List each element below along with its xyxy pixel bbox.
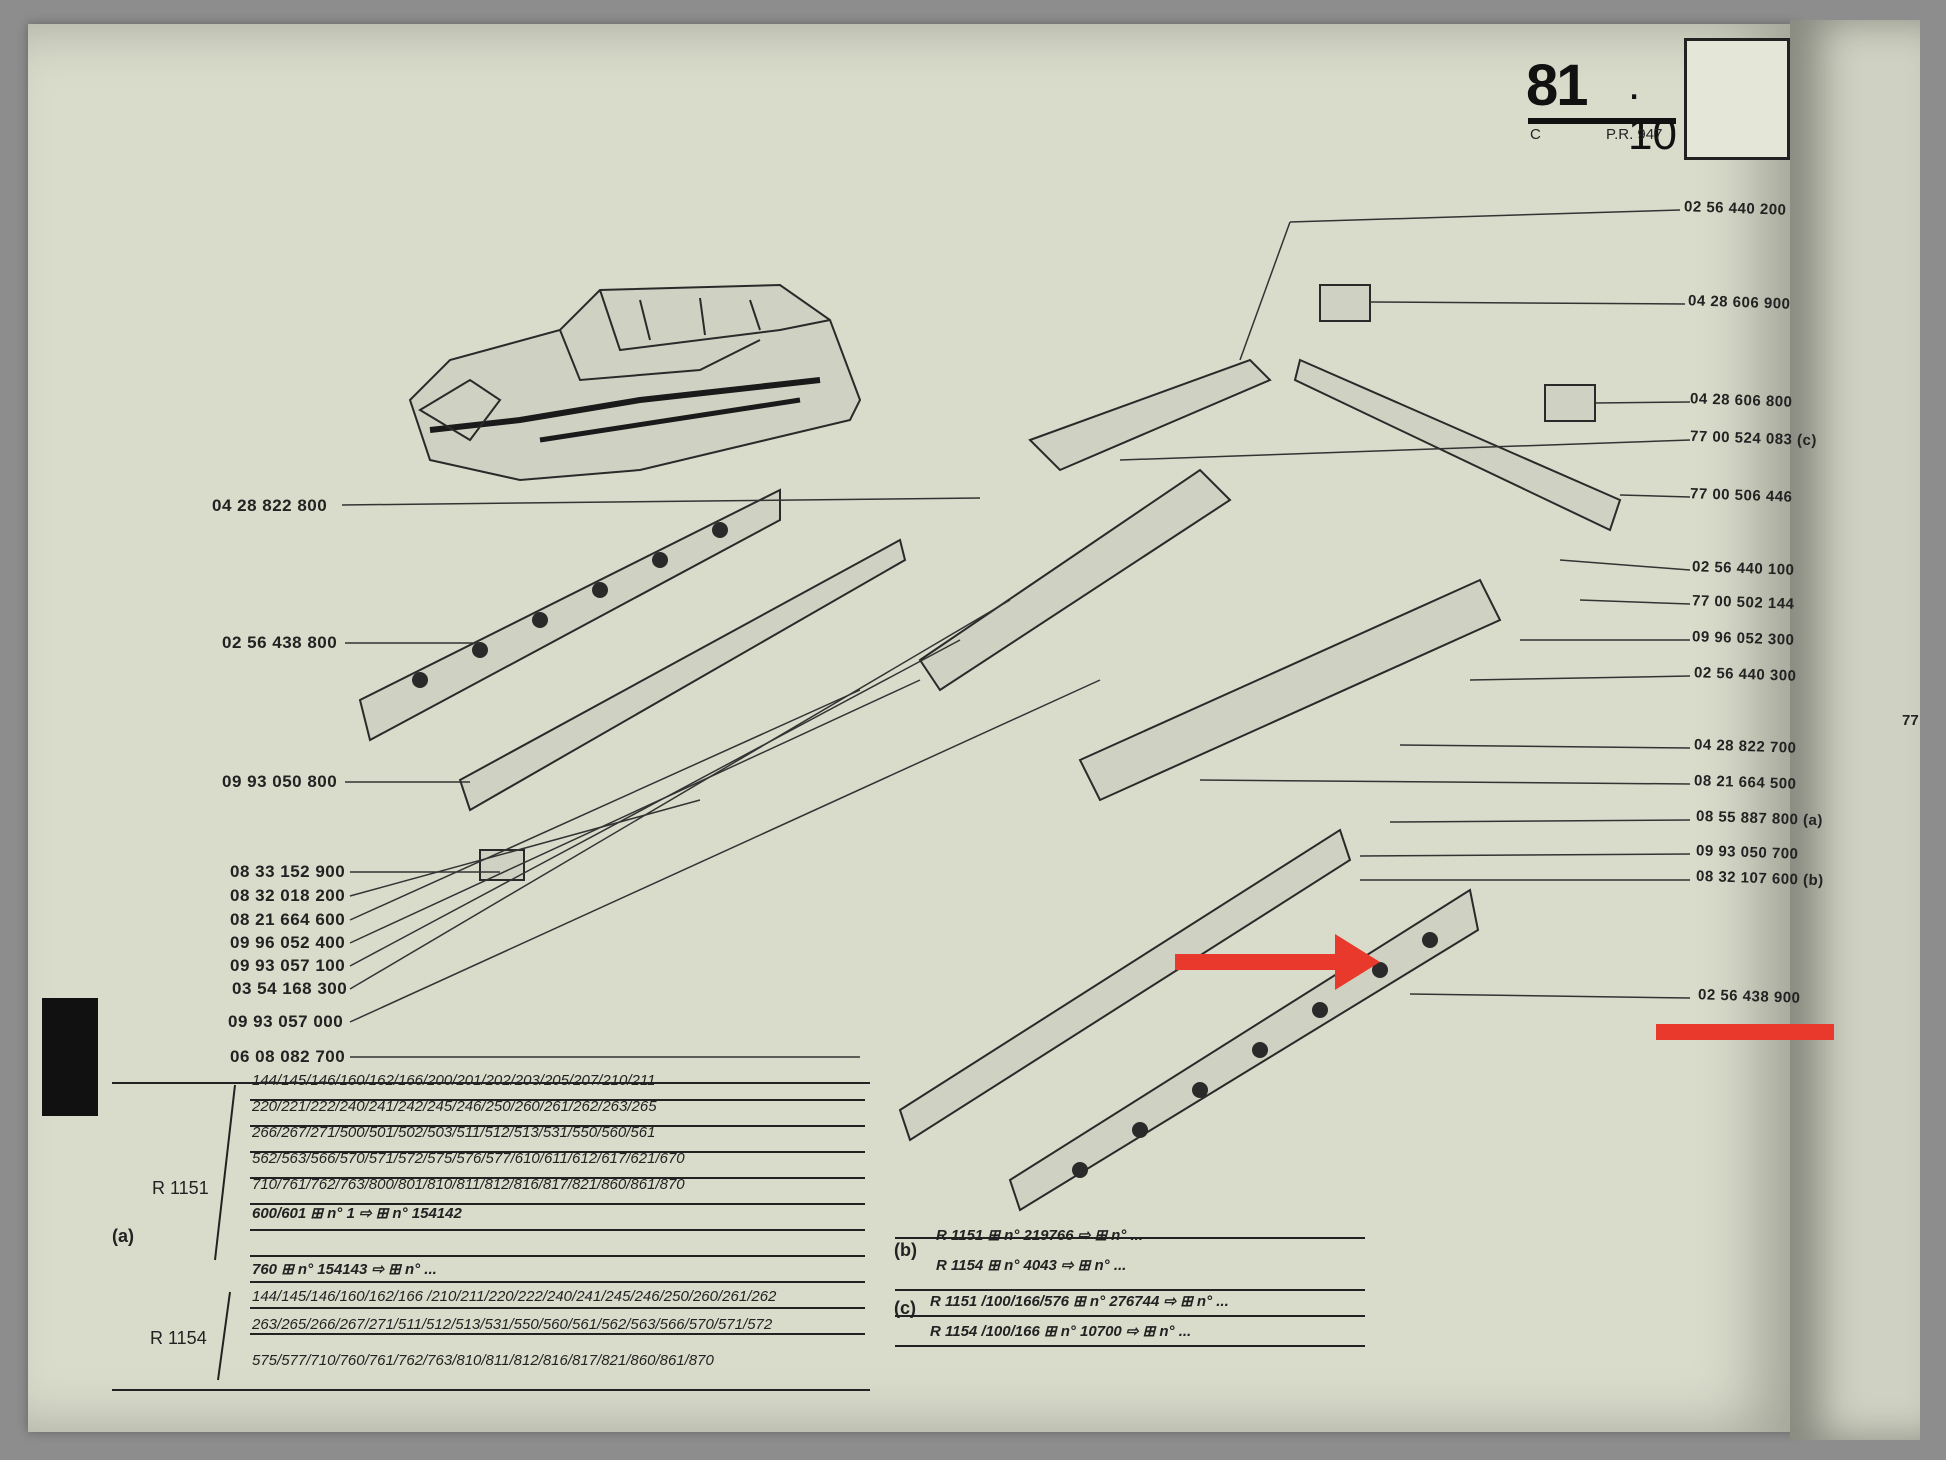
ref-09-93-057-000: 09 93 057 000 [228, 1012, 344, 1031]
table-a-row: 710/761/762/763/800/801/810/811/812/816/… [252, 1176, 685, 1193]
right-rail-part [898, 828, 1352, 1142]
next-page-mark: 77 [1902, 712, 1919, 729]
ref-02-56-440-200: 02 56 440 200 [1683, 198, 1787, 219]
section-thumbnail [1684, 38, 1790, 160]
header-rule [1528, 118, 1676, 124]
table-a-row: 266/267/271/500/501/502/503/511/512/513/… [252, 1124, 656, 1141]
floor-panel-part [1028, 358, 1272, 472]
table-a-r1151-label: R 1151 [152, 1178, 209, 1198]
right-floor-part [1078, 578, 1502, 802]
catalog-page [28, 24, 1798, 1432]
table-a-row: 263/265/266/267/271/511/512/513/531/550/… [252, 1316, 773, 1333]
table-b-marker: (b) [894, 1240, 917, 1260]
table-a-row: 144/145/146/160/162/166 /210/211/220/222… [252, 1288, 777, 1305]
ref-06-08-082-700: 06 08 082 700 [230, 1047, 346, 1066]
ref-02-56-438-900: 02 56 438 900 [1697, 986, 1801, 1007]
table-a-r1154-label: R 1154 [150, 1328, 207, 1348]
ref-02-56-440-100: 02 56 440 100 [1691, 558, 1795, 579]
table-c-row: R 1151 /100/166/576 ⊞ n° 276744 ⇨ ⊞ n° .… [930, 1293, 1229, 1310]
ref-09-96-052-400: 09 96 052 400 [230, 933, 346, 952]
page-header: 81 . 10 C P.R. 947 [1526, 52, 1677, 159]
bracket-small-2 [1544, 384, 1596, 422]
next-page-edge [1790, 20, 1920, 1440]
ref-77-00-502-144: 77 00 502 144 [1691, 592, 1795, 613]
ref-77-00-506-446: 77 00 506 446 [1689, 485, 1793, 506]
ref-08-21-664-600: 08 21 664 600 [230, 910, 346, 929]
red-arrow-annotation [1175, 934, 1380, 990]
table-a-row: 600/601 ⊞ n° 1 ⇨ ⊞ n° 154142 [252, 1205, 462, 1222]
left-rail-part [458, 538, 907, 812]
car-body-illustration [408, 283, 862, 482]
table-b-row: R 1151 ⊞ n° 219766 ⇨ ⊞ n° ... [936, 1227, 1144, 1244]
table-a-row: 144/145/146/160/162/166/200/201/202/203/… [252, 1072, 656, 1089]
ref-02-56-440-300: 02 56 440 300 [1693, 664, 1797, 685]
ref-02-56-438-800: 02 56 438 800 [222, 633, 338, 652]
sill-holes [412, 522, 1438, 1178]
table-a-row: 760 ⊞ n° 154143 ⇨ ⊞ n° ... [252, 1261, 437, 1278]
center-bracket-part [918, 468, 1232, 692]
leader-lines [341, 209, 1691, 1058]
table-a-row: 562/563/566/570/571/572/575/576/577/610/… [252, 1150, 685, 1167]
ref-08-32-018-200: 08 32 018 200 [230, 886, 346, 905]
red-underline-annotation [1656, 1024, 1834, 1040]
table-a-row: 575/577/710/760/761/762/763/810/811/812/… [252, 1352, 714, 1369]
ref-08-33-152-900: 08 33 152 900 [230, 862, 346, 881]
ref-04-28-606-900: 04 28 606 900 [1687, 292, 1791, 313]
ref-09-93-057-100: 09 93 057 100 [230, 956, 346, 975]
ref-04-28-606-800: 04 28 606 800 [1689, 390, 1793, 411]
section-number: 81 [1526, 53, 1588, 118]
table-a-marker: (a) [112, 1226, 134, 1246]
left-sill-part [358, 488, 781, 742]
table-b-row: R 1154 ⊞ n° 4043 ⇨ ⊞ n° ... [936, 1257, 1127, 1274]
table-c-row: R 1154 /100/166 ⊞ n° 10700 ⇨ ⊞ n° ... [930, 1323, 1192, 1340]
header-letter: C [1530, 126, 1541, 143]
ref-08-21-664-500: 08 21 664 500 [1693, 772, 1797, 793]
header-pr: P.R. 947 [1606, 126, 1663, 143]
table-a-row: 220/221/222/240/241/242/245/246/250/260/… [252, 1098, 657, 1115]
crossmember-part [1293, 358, 1622, 532]
ref-04-28-822-800: 04 28 822 800 [212, 496, 328, 515]
ref-09-93-050-700: 09 93 050 700 [1695, 842, 1799, 863]
ref-09-93-050-800: 09 93 050 800 [222, 772, 338, 791]
table-c-marker: (c) [894, 1298, 916, 1318]
ref-03-54-168-300: 03 54 168 300 [232, 979, 348, 998]
table-rules [112, 1082, 1365, 1391]
bracket-small-1 [1319, 284, 1371, 322]
ref-04-28-822-700: 04 28 822 700 [1693, 736, 1797, 757]
ref-09-96-052-300: 09 96 052 300 [1691, 628, 1795, 649]
right-sill-part [1008, 888, 1480, 1212]
section-tab-marker [42, 998, 98, 1116]
